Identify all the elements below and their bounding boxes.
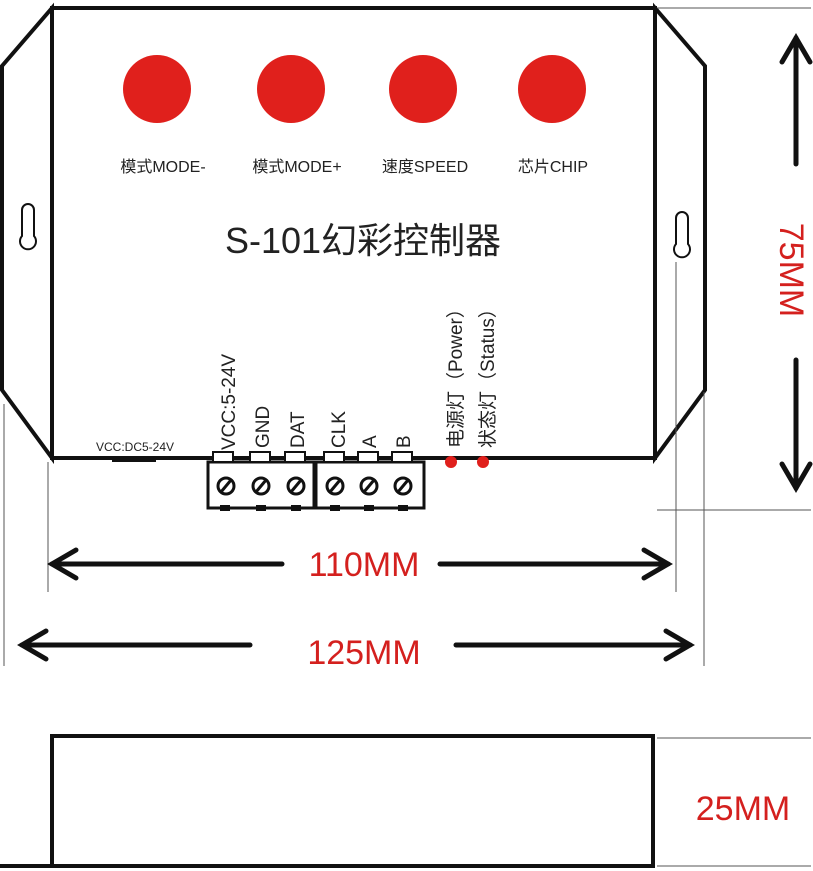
speed-button[interactable]: [389, 55, 457, 123]
inner-width-dimension-label: 110MM: [309, 546, 420, 584]
terminal-label-b: B: [394, 435, 415, 448]
power-indicator-label: 电源灯（Power）: [445, 299, 467, 448]
inner-width-dimension-arrow: [47, 547, 673, 581]
status-indicator-led: [477, 456, 489, 468]
terminal-label-gnd: GND: [253, 406, 274, 448]
outer-width-dimension-arrow: [17, 628, 695, 662]
side-view-body: [50, 734, 655, 868]
extension-lines: [3, 7, 811, 867]
terminal-label-dat: DAT: [288, 411, 309, 448]
chip-button[interactable]: [518, 55, 586, 123]
mode-minus-label: 模式MODE-: [120, 158, 205, 176]
left-keyhole-slot: [19, 203, 37, 251]
mode-minus-button[interactable]: [123, 55, 191, 123]
left-mounting-ear: [0, 2, 54, 465]
product-title: S-101幻彩控制器: [225, 220, 501, 261]
power-indicator-led: [445, 456, 457, 468]
terminal-screws: [216, 476, 413, 496]
status-indicator-label: 状态灯（Status）: [477, 299, 499, 448]
terminal-label-clk: CLK: [329, 411, 350, 448]
dc-input-jack: [112, 457, 156, 462]
mode-plus-label: 模式MODE+: [252, 158, 341, 176]
thickness-dimension-label: 25MM: [696, 790, 790, 828]
outer-width-dimension-label: 125MM: [307, 634, 420, 672]
dc-input-label: VCC:DC5-24V: [96, 440, 174, 454]
speed-label: 速度SPEED: [382, 158, 468, 176]
right-mounting-ear: [653, 2, 707, 465]
terminal-label-vcc: VCC:5-24V: [219, 354, 240, 450]
right-keyhole-slot: [673, 211, 691, 259]
height-dimension-label: 75MM: [772, 223, 810, 317]
mode-plus-button[interactable]: [257, 55, 325, 123]
height-dimension-arrow: [779, 33, 813, 493]
terminal-label-a: A: [360, 435, 381, 448]
chip-label: 芯片CHIP: [518, 158, 588, 176]
